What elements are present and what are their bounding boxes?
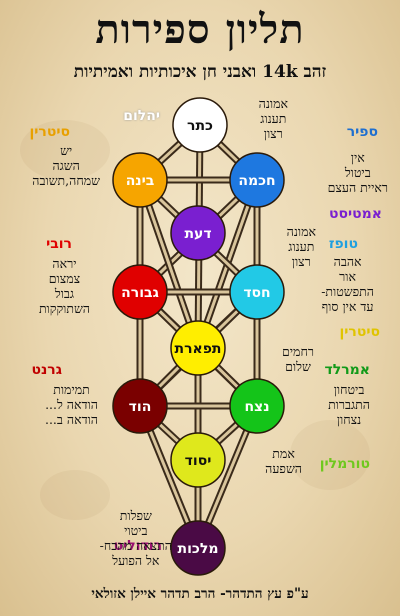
attr-line: התצאה מהכח-: [99, 538, 172, 553]
sefira-malchut: מלכות: [170, 520, 226, 576]
attr-line: עד אין סוף: [321, 299, 374, 314]
sefira-name-yesod: יסוד: [185, 453, 212, 469]
attr-line: אהבה: [333, 254, 362, 269]
page-title: תליון ספירות: [95, 6, 305, 53]
sefira-name-daat: דעת: [184, 226, 211, 242]
attr-line: ראיית העצם: [327, 180, 388, 195]
sefira-name-hod: הוד: [129, 399, 152, 415]
sefira-name-gevura: גבורה: [121, 285, 159, 301]
attr-line: אל הפועל: [112, 553, 160, 568]
attr-line: התגברות: [328, 397, 370, 412]
sefira-circle-daat: [170, 205, 226, 261]
sefira-circle-keter: [172, 97, 228, 153]
stone-keter: יהלום: [123, 108, 160, 124]
stone-hod: גרנט: [31, 362, 62, 378]
attr-line: התפשטות-: [321, 284, 374, 299]
sefira-circle-bina: [112, 152, 168, 208]
sefira-name-chochma: חכמה: [238, 173, 275, 189]
sefira-name-tiferet: תפארת: [175, 341, 222, 357]
attr-line: אמונה: [286, 224, 316, 239]
attr-line: ביטול: [344, 165, 371, 180]
sefira-netzach: נצח: [229, 378, 285, 434]
attr-line: תענוג: [288, 239, 315, 254]
footer-credit: ע"פ עץ התדהר- הרב תדהר איילן אזולאי: [91, 586, 309, 602]
attr-line: תענוג: [260, 111, 287, 126]
sefira-circle-tiferet: [170, 320, 226, 376]
stone-bina: סיטרין: [29, 124, 70, 140]
sefira-circle-malchut: [170, 520, 226, 576]
attr-line: אמונה: [258, 96, 288, 111]
attr-line: צמצום: [48, 271, 81, 286]
stone-yesod: טורמלין: [319, 456, 370, 472]
path-bina-tiferet: [138, 179, 200, 349]
attr-line: נצחון: [336, 412, 362, 427]
attr-line: אין: [350, 150, 365, 165]
sefira-keter: כתר: [172, 97, 228, 153]
attr-line: ביטחון: [333, 382, 365, 397]
sefira-circle-chesed: [229, 264, 285, 320]
stone-tiferet: סיטרין: [339, 324, 380, 340]
sefira-yesod: יסוד: [170, 432, 226, 488]
attr-line: אמת: [272, 446, 295, 461]
sefira-gevura: גבורה: [112, 264, 168, 320]
sefira-circle-netzach: [229, 378, 285, 434]
attr-line: השתוקקות: [38, 301, 90, 316]
sefira-hod: הוד: [112, 378, 168, 434]
sefira-circle-gevura: [112, 264, 168, 320]
attr-line: השגה: [52, 158, 80, 173]
stone-malchut: רודוליט: [113, 538, 162, 554]
sefira-circle-yesod: [170, 432, 226, 488]
sefira-name-malchut: מלכות: [178, 541, 219, 557]
attr-line: אור: [339, 269, 357, 284]
stone-netzach: אמרלד: [324, 362, 370, 378]
page-subtitle: זהב 14k ואבני חן איכותיות ואמיתיות: [73, 62, 327, 82]
attr-line: רחמים: [281, 344, 314, 359]
attr-line: ביטוי: [124, 523, 148, 538]
stone-gevura: רובי: [46, 236, 72, 252]
sefira-circle-hod: [112, 378, 168, 434]
sefira-name-keter: כתר: [187, 118, 213, 134]
attr-line: השפעה: [265, 461, 302, 476]
sefira-name-bina: בינה: [126, 173, 155, 189]
sefira-daat: דעת: [170, 205, 226, 261]
stone-chochma: ספיר: [346, 124, 378, 140]
attr-line: יראה: [52, 256, 77, 271]
stone-chesed: טופז: [328, 236, 358, 252]
sefira-circle-chochma: [229, 152, 285, 208]
sefira-tiferet: תפארת: [170, 320, 226, 376]
attr-line: רצון: [291, 254, 311, 269]
sefira-bina: בינה: [112, 152, 168, 208]
sefira-name-netzach: נצח: [244, 399, 269, 415]
attr-line: שפלות: [119, 508, 152, 523]
attr-line: גבול: [54, 286, 75, 301]
attr-line: הודאה ב...: [44, 412, 98, 427]
attr-line: שמחה,תשובה: [32, 173, 100, 188]
attr-line: הודאה ל...: [45, 397, 98, 412]
attr-line: יש: [60, 143, 73, 158]
sefira-chesed: חסד: [229, 264, 285, 320]
attr-line: שלום: [285, 359, 311, 374]
attr-line: תמימות: [53, 382, 90, 397]
attr-line: רצון: [263, 126, 283, 141]
sefira-name-chesed: חסד: [243, 285, 270, 301]
sefira-chochma: חכמה: [229, 152, 285, 208]
stone-daat: אמטיסט: [329, 206, 382, 222]
